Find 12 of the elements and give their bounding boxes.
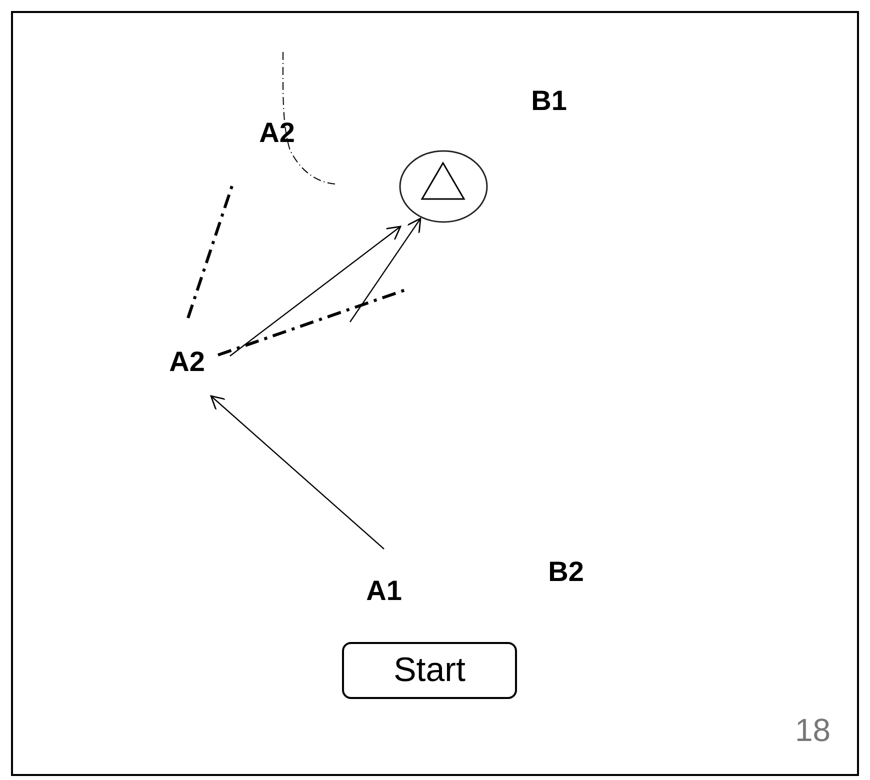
node-label: B2 xyxy=(548,556,584,588)
node-label: A2 xyxy=(169,346,205,378)
page-number: 18 xyxy=(795,712,831,749)
dash-dot-line xyxy=(218,288,406,356)
node-label: A1 xyxy=(366,575,402,607)
node-label: A2 xyxy=(259,117,295,149)
arrow xyxy=(350,218,422,322)
arrow xyxy=(230,226,402,356)
start-button: Start xyxy=(342,642,517,699)
node-label: B1 xyxy=(531,85,567,117)
arrow xyxy=(210,395,384,550)
dash-dot-line xyxy=(186,186,234,318)
